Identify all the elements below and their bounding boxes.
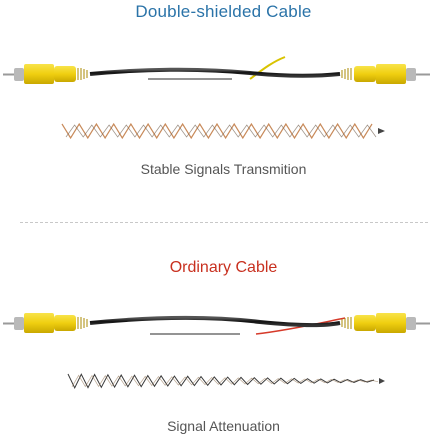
left-rca-connector-ordinary	[3, 313, 88, 333]
right-rca-connector	[341, 64, 430, 84]
right-rca-connector-ordinary	[341, 313, 430, 333]
ordinary-cable	[3, 313, 430, 335]
stable-signal-waveform	[61, 122, 385, 140]
attenuation-caption: Signal Attenuation	[167, 418, 280, 434]
signal-arrow	[378, 128, 385, 134]
ordinary-cable-title: Ordinary Cable	[169, 259, 278, 276]
double-shielded-title: Double-shielded Cable	[135, 2, 312, 21]
stable-signal-caption: Stable Signals Transmition	[140, 161, 307, 177]
section-divider	[20, 222, 428, 223]
left-rca-connector	[3, 64, 88, 84]
double-shielded-cable	[3, 56, 430, 84]
attenuating-signal-waveform	[67, 373, 385, 390]
signal-arrow-attenuated	[379, 378, 385, 384]
